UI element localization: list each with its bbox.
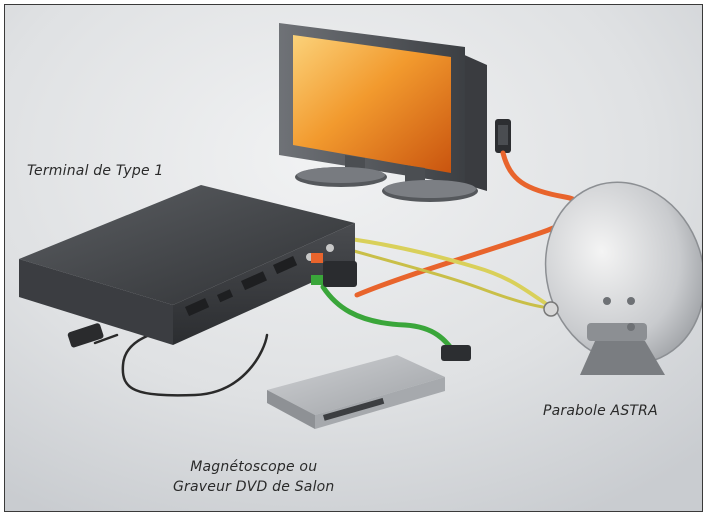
diagram-frame: Terminal de Type 1 Parabole ASTRA Magnét…: [4, 4, 703, 512]
label-magnetoscope: Magnétoscope ou Graveur DVD de Salon: [173, 457, 335, 497]
label-magnetoscope-line2: Graveur DVD de Salon: [173, 479, 335, 495]
splitter-block: [323, 261, 357, 287]
tv-screen: [293, 35, 451, 173]
power-plug: [67, 323, 104, 348]
coax-cable-dish: [333, 235, 547, 305]
scart-cable-vcr: [320, 284, 458, 356]
terminal-box: [19, 185, 357, 345]
label-terminal: Terminal de Type 1: [27, 163, 164, 179]
installation-scene: [5, 5, 702, 511]
satellite-dish: [543, 181, 702, 375]
label-magnetoscope-line1: Magnétoscope ou: [190, 459, 318, 475]
television: [279, 23, 511, 202]
label-parabole: Parabole ASTRA: [543, 403, 658, 419]
vcr-dvd-recorder: [267, 345, 471, 429]
